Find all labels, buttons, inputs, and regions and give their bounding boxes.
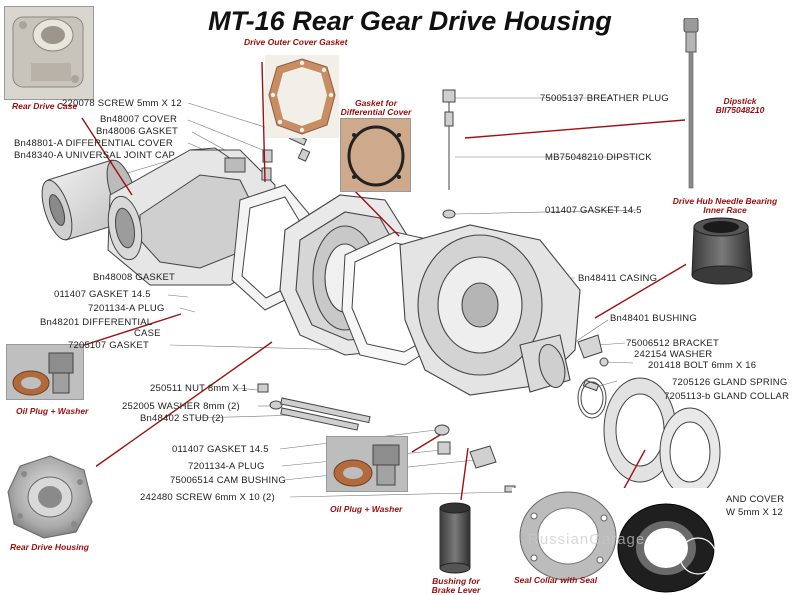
rear-drive-case-image	[12, 16, 84, 88]
label-gasket-bn48006: Bn48006 GASKET	[96, 126, 179, 137]
gland-spring-ring	[577, 377, 607, 419]
watermark: RussianGarage	[528, 531, 646, 548]
dipstick-image	[683, 18, 699, 189]
label-dipstick: MB75048210 DIPSTICK	[545, 152, 652, 163]
caption-diff-cover-gasket-2: Differential Cover	[340, 107, 412, 117]
differential-cover-gasket-photo	[340, 118, 411, 192]
oil-plug-center-image	[333, 444, 400, 487]
diagram-title: MT-16 Rear Gear Drive Housing	[208, 6, 612, 36]
label-differential-cover: Bn48801-A DIFFERENTIAL COVER	[14, 138, 173, 149]
caption-dipstick-1: Dipstick	[723, 96, 757, 106]
dipstick-drawing	[442, 89, 456, 219]
caption-bushing-brake-2: Brake Lever	[431, 585, 481, 595]
differential-cover-gasket-image	[347, 125, 405, 187]
label-cover: Bn48007 COVER	[100, 114, 178, 125]
caption-diff-cover-gasket-1: Gasket for	[354, 98, 398, 108]
rear-drive-case-photo	[4, 6, 94, 100]
caption-needle-bearing-2: Inner Race	[703, 205, 747, 215]
cover-screws	[261, 132, 311, 181]
oil-plug-left-image	[12, 352, 74, 396]
seal-collar-image	[519, 491, 717, 593]
label-stud: Bn48402 STUD (2)	[140, 413, 224, 424]
seal-collar-photo	[512, 488, 722, 594]
brake-lever-bushing-photo	[434, 500, 476, 574]
caption-rear-drive-housing: Rear Drive Housing	[10, 542, 89, 552]
label-and-cover: AND COVER	[726, 494, 785, 505]
brake-lever-bushing-image	[439, 502, 471, 574]
rear-drive-housing-photo	[4, 452, 96, 542]
studs-nuts	[257, 383, 371, 431]
label-gland-collar: 7205113-b GLAND COLLAR	[664, 391, 790, 402]
caption-oil-plug-left: Oil Plug + Washer	[16, 406, 89, 416]
label-bolt-201418: 201418 BOLT 6mm X 16	[648, 360, 757, 371]
label-casing: Bn48411 CASING	[578, 273, 658, 284]
label-washer-8mm: 252005 WASHER 8mm (2)	[122, 401, 240, 412]
label-gasket-14-5-left: 011407 GASKET 14.5	[54, 289, 151, 300]
label-gland-spring: 7205126 GLAND SPRING	[672, 377, 788, 388]
caption-dipstick-2: BII75048210	[715, 105, 765, 115]
needle-bearing-photo	[686, 213, 758, 289]
dipstick-photo	[680, 18, 702, 190]
caption-needle-bearing-1: Drive Hub Needle Bearing	[672, 196, 778, 206]
label-breather-plug: 75005137 BREATHER PLUG	[540, 93, 669, 104]
differential-cover	[107, 147, 276, 286]
label-gasket-14-5-bottom: 011407 GASKET 14.5	[172, 444, 269, 455]
bracket-parts	[577, 334, 609, 392]
oil-plug-center-photo	[326, 436, 408, 492]
label-cam-bushing: 75006514 CAM BUSHING	[170, 475, 286, 486]
label-differential-case-2: CASE	[134, 328, 161, 339]
caption-bushing-brake-1: Bushing for	[432, 576, 480, 586]
label-washer-242154: 242154 WASHER	[634, 349, 713, 360]
label-bushing: Bn48401 BUSHING	[610, 313, 697, 324]
plug-bushing-drawing	[434, 424, 516, 493]
label-differential-case-1: Bn48201 DIFFERENTIAL	[40, 317, 153, 328]
gland-cover	[659, 407, 721, 497]
label-w-5mm: W 5mm X 12	[726, 507, 783, 518]
outer-cover-gasket-image	[268, 58, 336, 135]
caption-rear-drive-case: Rear Drive Case	[12, 101, 78, 111]
needle-bearing-image	[691, 217, 753, 285]
label-plug-bottom: 7201134-A PLUG	[188, 461, 265, 472]
label-universal-joint-cap: Bn48340-A UNIVERSAL JOINT CAP	[14, 150, 176, 161]
oil-plug-left-photo	[6, 344, 84, 400]
label-gasket-7205107: 7205107 GASKET	[68, 340, 149, 351]
label-gasket-bn48008: Bn48008 GASKET	[93, 272, 176, 283]
label-gasket-14-5-top: 011407 GASKET 14.5	[545, 205, 642, 216]
caption-oil-plug-center: Oil Plug + Washer	[330, 504, 403, 514]
caption-outer-cover-gasket: Drive Outer Cover Gasket	[244, 37, 348, 47]
caption-seal-collar: Seal Collar with Seal	[514, 575, 598, 585]
label-screw-6mm: 242480 SCREW 6mm X 10 (2)	[140, 492, 275, 503]
photo-callout-lines	[68, 61, 691, 501]
label-plug-left: 7201134-A PLUG	[88, 303, 165, 314]
label-screw-5mm: 220078 SCREW 5mm X 12	[62, 98, 182, 109]
rear-casing	[399, 224, 581, 396]
label-nut-8mm: 250511 NUT 8mm X 1	[150, 383, 248, 394]
rear-drive-housing-image	[7, 455, 93, 539]
label-bracket: 75006512 BRACKET	[626, 338, 719, 349]
outer-cover-gasket-photo	[265, 55, 339, 138]
